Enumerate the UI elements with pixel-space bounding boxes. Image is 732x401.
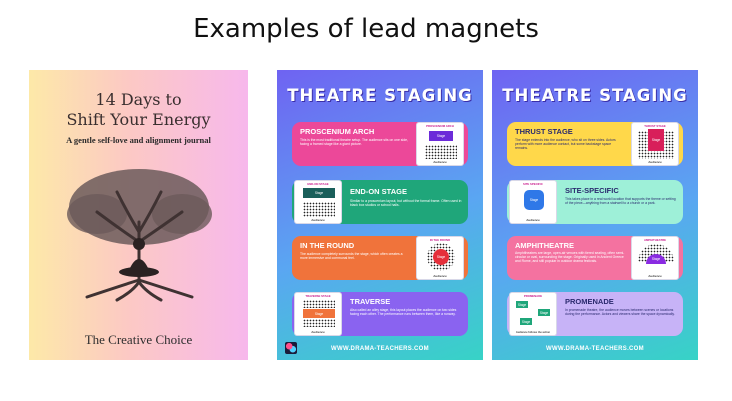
card-description: This is the most traditional theatre set… (300, 138, 408, 147)
page-title: Examples of lead magnets (193, 14, 539, 44)
amphitheatre-diagram: AMPHITHEATRE Stage Audience (631, 236, 679, 280)
card-amphitheatre[interactable]: AMPHITHEATRE Amphitheatres are large, op… (507, 236, 683, 280)
card-title: IN THE ROUND (300, 241, 355, 250)
card-traverse[interactable]: TRAVERSE STAGE Stage Audience TRAVERSE A… (292, 292, 468, 336)
poster-footer-url[interactable]: WWW.DRAMA-TEACHERS.COM (546, 346, 644, 352)
traverse-diagram: TRAVERSE STAGE Stage Audience (294, 292, 342, 336)
in-the-round-diagram: IN THE ROUND Stage Audience (416, 236, 464, 280)
journal-subtitle: A gentle self-love and alignment journal (66, 135, 211, 145)
poster-footer-url[interactable]: WWW.DRAMA-TEACHERS.COM (331, 346, 429, 352)
card-title: THRUST STAGE (515, 127, 573, 136)
card-site-specific[interactable]: SITE SPECIFIC Stage Audience SITE-SPECIF… (507, 180, 683, 224)
card-description: Similar to a proscenium layout, but with… (350, 199, 462, 208)
card-description: The stage extends into the audience, who… (515, 138, 616, 151)
drama-teachers-logo-icon (285, 342, 297, 354)
card-description: Amphitheatres are large, open-air venues… (515, 251, 625, 264)
theatre-staging-poster-2[interactable]: THEATRE STAGING THRUST STAGE The stage e… (492, 70, 698, 360)
card-proscenium-arch[interactable]: PROSCENIUM ARCH This is the most traditi… (292, 122, 468, 166)
card-title: SITE-SPECIFIC (565, 186, 619, 195)
journal-author: The Creative Choice (84, 332, 193, 347)
end-on-diagram: END-ON STAGE Stage Audience (294, 180, 342, 224)
card-promenade[interactable]: PROMENADE Stage Stage Stage Audience fol… (507, 292, 683, 336)
proscenium-diagram: PROSCENIUM ARCH Stage Audience (416, 122, 464, 166)
journal-title-line1: 14 Days to (95, 90, 182, 109)
poster-title: THEATRE STAGING (502, 86, 688, 105)
promenade-diagram: PROMENADE Stage Stage Stage Audience fol… (509, 292, 557, 336)
card-end-on-stage[interactable]: END-ON STAGE Stage Audience END-ON STAGE… (292, 180, 468, 224)
card-thrust-stage[interactable]: THRUST STAGE The stage extends into the … (507, 122, 683, 166)
card-description: In promenade theatre, the audience moves… (565, 308, 675, 317)
card-in-the-round[interactable]: IN THE ROUND The audience completely sur… (292, 236, 468, 280)
card-description: This takes place in a real world locatio… (565, 197, 676, 206)
site-specific-diagram: SITE SPECIFIC Stage Audience (509, 180, 557, 224)
tree-of-life-meditation-icon (67, 169, 212, 302)
thrust-diagram: THRUST STAGE Stage Audience (631, 122, 679, 166)
card-description: Also called an alley stage, this layout … (350, 308, 457, 317)
card-description: The audience completely surrounds the st… (300, 252, 403, 261)
card-title: PROMENADE (565, 297, 614, 306)
theatre-staging-poster-1[interactable]: THEATRE STAGING PROSCENIUM ARCH This is … (277, 70, 483, 360)
journal-title-line2: Shift Your Energy (66, 110, 211, 129)
journal-title: 14 Days to Shift Your Energy (29, 90, 248, 130)
card-title: AMPHITHEATRE (515, 241, 575, 250)
poster-title: THEATRE STAGING (287, 86, 473, 105)
card-title: END-ON STAGE (350, 187, 407, 196)
journal-cover[interactable]: 14 Days to Shift Your Energy A gentle se… (29, 70, 248, 360)
card-title: PROSCENIUM ARCH (300, 127, 375, 136)
card-title: TRAVERSE (350, 297, 391, 306)
